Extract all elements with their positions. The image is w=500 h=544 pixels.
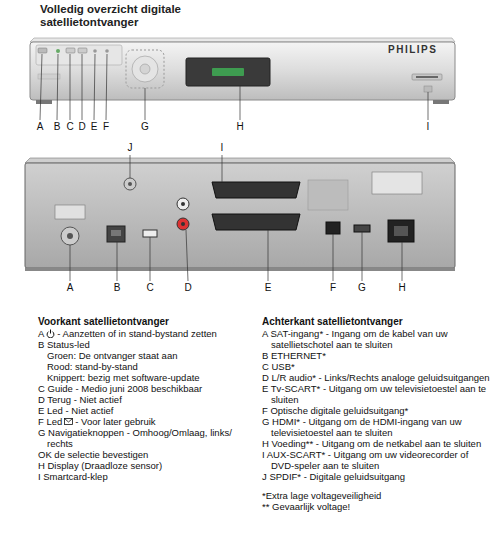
- front-panel: [30, 38, 455, 104]
- callout-letter: E: [264, 282, 273, 293]
- callout-letter: B: [113, 282, 122, 293]
- legend-row: G Navigatieknoppen - Omhoog/Omlaag, link…: [38, 427, 254, 449]
- legend-row: F Led - Voor later gebruik: [38, 416, 254, 427]
- legend-row: C Guide - Medio juni 2008 beschikbaar: [38, 383, 254, 394]
- legend-row: OK de selectie bevestigen: [38, 449, 254, 460]
- description-text: C Guide - Medio juni 2008 beschikbaar: [38, 383, 202, 394]
- legend-row: G HDMI* - Uitgang om de HDMI-ingang van …: [262, 416, 494, 438]
- front-leader-lines: [40, 54, 428, 120]
- legend-row: Groen: De ontvanger staat aan: [38, 350, 254, 361]
- callout-letter: J: [127, 142, 134, 153]
- section-heading: Voorkant satellietontvanger: [38, 316, 169, 327]
- legend-row: Achterkant satellietontvanger: [262, 316, 494, 327]
- description-text: ** Gevaarlijk voltage!: [262, 501, 350, 512]
- legend-row: B Status-led: [38, 339, 254, 350]
- description-text: I Smartcard-klep: [38, 471, 108, 482]
- rear-leader-lines: [70, 155, 402, 281]
- description-text: E Led - Niet actief: [38, 405, 114, 416]
- legend-row: B ETHERNET*: [262, 350, 494, 361]
- description-text: B ETHERNET*: [262, 350, 326, 361]
- rear-legend: Achterkant satellietontvangerA SAT-ingan…: [262, 316, 494, 512]
- callout-letter: G: [140, 121, 150, 132]
- callout-letter: D: [183, 282, 192, 293]
- legend-row: E Led - Niet actief: [38, 405, 254, 416]
- callout-letter: I: [220, 142, 225, 153]
- rear-panel: [25, 158, 455, 271]
- callout-letter: I: [426, 121, 431, 132]
- callout-letter: A: [36, 121, 45, 132]
- description-text: E Tv-SCART* - Uitgang om uw televisietoe…: [262, 383, 486, 405]
- description-text: *Extra lage voltageveiligheid: [262, 490, 381, 501]
- front-legend: Voorkant satellietontvangerA - Aanzetten …: [38, 316, 254, 482]
- envelope-symbol: [64, 417, 73, 426]
- description-text: G Navigatieknoppen - Omhoog/Omlaag, link…: [38, 427, 232, 449]
- description-text: C USB*: [262, 361, 295, 372]
- diagram-title: Volledig overzicht digitale satellietont…: [40, 3, 240, 29]
- legend-row: F Optische digitale geluidsuitgang*: [262, 405, 494, 416]
- description-text: D Terug - Niet actief: [38, 394, 122, 405]
- legend-row: J SPDIF* - Digitale geluidsuitgang: [262, 471, 494, 482]
- callout-letter: D: [77, 121, 86, 132]
- legend-row: H Display (Draadloze sensor): [38, 460, 254, 471]
- description-text: B Status-led: [38, 339, 90, 350]
- description-text: F Optische digitale geluidsuitgang*: [262, 405, 408, 416]
- description-text: J SPDIF* - Digitale geluidsuitgang: [262, 471, 405, 482]
- callout-letter: C: [65, 121, 74, 132]
- legend-row: Knippert: bezig met software-update: [38, 372, 254, 383]
- description-text: H Display (Draadloze sensor): [38, 460, 162, 471]
- description-text: H Voeding** - Uitgang om de netkabel aan…: [262, 438, 481, 449]
- description-text: Groen: De ontvanger staat aan: [47, 350, 177, 361]
- legend-row: D L/R audio* - Links/Rechts analoge gelu…: [262, 372, 494, 383]
- section-heading: Achterkant satellietontvanger: [262, 316, 403, 327]
- description-text: OK de selectie bevestigen: [38, 449, 148, 460]
- description-text: D L/R audio* - Links/Rechts analoge gelu…: [262, 372, 490, 383]
- legend-row: C USB*: [262, 361, 494, 372]
- callout-letter: F: [102, 121, 110, 132]
- callout-letter: C: [145, 282, 154, 293]
- legend-row: E Tv-SCART* - Uitgang om uw televisietoe…: [262, 383, 494, 405]
- callout-letter: A: [66, 282, 75, 293]
- callout-letter: F: [329, 282, 337, 293]
- callout-letter: H: [235, 121, 244, 132]
- legend-row: H Voeding** - Uitgang om de netkabel aan…: [262, 438, 494, 449]
- description-text: - Voor later gebruik: [75, 416, 155, 427]
- legend-row: *Extra lage voltageveiligheid: [262, 490, 494, 501]
- legend-row: A SAT-ingang* - Ingang om de kabel van u…: [262, 328, 494, 350]
- callout-letter: H: [397, 282, 406, 293]
- legend-row: A - Aanzetten of in stand-bystand zetten: [38, 328, 254, 339]
- legend-row: Rood: stand-by-stand: [38, 361, 254, 372]
- power-symbol: [46, 329, 55, 338]
- legend-row: Voorkant satellietontvanger: [38, 316, 254, 327]
- description-text: - Aanzetten of in stand-bystand zetten: [57, 328, 217, 339]
- legend-row: D Terug - Niet actief: [38, 394, 254, 405]
- description-text: I AUX-SCART* - Uitgang om uw videorecord…: [262, 449, 468, 471]
- description-text: Rood: stand-by-stand: [47, 361, 138, 372]
- description-text: G HDMI* - Uitgang om de HDMI-ingang van …: [262, 416, 462, 438]
- callout-letter: G: [357, 282, 367, 293]
- legend-row: ** Gevaarlijk voltage!: [262, 501, 494, 512]
- description-text: A: [38, 328, 44, 339]
- callout-letter: B: [53, 121, 62, 132]
- legend-row: I Smartcard-klep: [38, 471, 254, 482]
- description-text: A SAT-ingang* - Ingang om de kabel van u…: [262, 328, 448, 350]
- brand-name: PHILIPS: [388, 44, 437, 55]
- description-text: Knippert: bezig met software-update: [47, 372, 200, 383]
- legend-row: I AUX-SCART* - Uitgang om uw videorecord…: [262, 449, 494, 471]
- description-text: F Led: [38, 416, 62, 427]
- callout-letter: E: [90, 121, 99, 132]
